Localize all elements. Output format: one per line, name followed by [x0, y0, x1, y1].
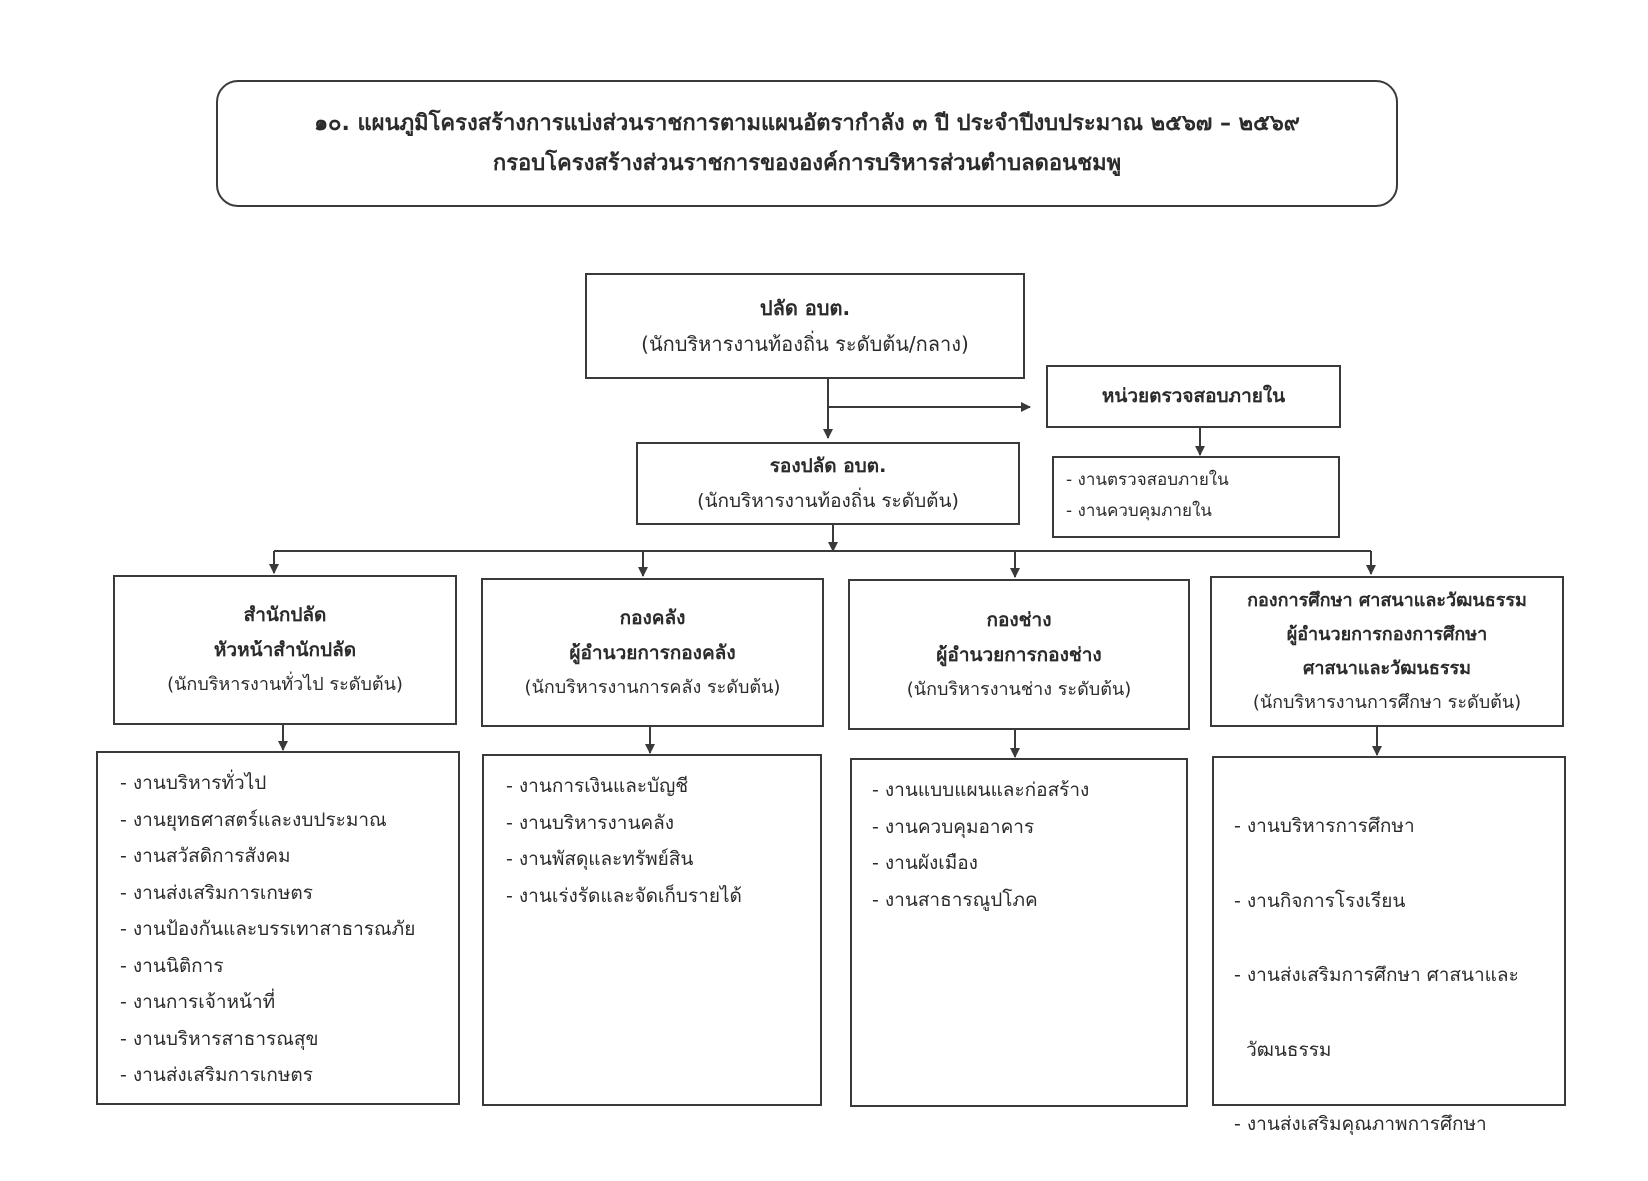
list-item: - งานเร่งรัดและจัดเก็บรายได้ — [506, 884, 742, 907]
list-item: - งานส่งเสริมการศึกษา ศาสนาและ — [1234, 964, 1519, 986]
list-item: วัฒนธรรม — [1234, 1038, 1332, 1061]
list-item: - งานพัสดุและทรัพย์สิน — [506, 848, 694, 870]
list-item: - งานบริหารสาธารณสุข — [120, 1027, 319, 1050]
chief-title: ปลัด อบต. — [759, 296, 851, 320]
list-item: - งานควบคุมอาคาร — [872, 815, 1035, 838]
division-box-engineering: กองช่าง ผู้อำนวยการกองช่าง (นักบริหารงาน… — [848, 579, 1190, 730]
division-box-office: สำนักปลัด หัวหน้าสำนักปลัด (นักบริหารงาน… — [113, 575, 457, 725]
division-title: กองช่าง — [986, 608, 1052, 631]
header-subtitle: กรอบโครงสร้างส่วนราชการขององค์การบริหารส… — [492, 150, 1122, 176]
list-item: - งานป้องกันและบรรเทาสาธารณภัย — [120, 918, 416, 940]
division-subtitle: (นักบริหารงานการคลัง ระดับต้น) — [524, 676, 781, 698]
division-title: กองการศึกษา ศาสนาและวัฒนธรรม — [1247, 589, 1527, 611]
connector-lines — [269, 378, 1382, 758]
division-tasks-finance: - งานการเงินและบัญชี - งานบริหารงานคลัง … — [482, 754, 822, 1106]
list-item: - งานผังเมือง — [872, 852, 978, 874]
division-head: ผู้อำนวยการกองคลัง — [569, 641, 736, 664]
deputy-title: รองปลัด อบต. — [769, 454, 887, 477]
list-item: - งานส่งเสริมการเกษตร — [120, 1064, 313, 1086]
division-box-education: กองการศึกษา ศาสนาและวัฒนธรรม ผู้อำนวยการ… — [1210, 576, 1564, 727]
list-item: - งานแบบแผนและก่อสร้าง — [872, 779, 1090, 801]
division-subtitle: (นักบริหารงานช่าง ระดับต้น) — [906, 678, 1132, 700]
list-item: - งานสาธารณูปโภค — [872, 888, 1038, 911]
division-head-line2: ศาสนาและวัฒนธรรม — [1302, 657, 1472, 679]
list-item: - งานสวัสดิการสังคม — [120, 845, 291, 867]
list-item: - งานการเงินและบัญชี — [506, 775, 689, 797]
list-item: - งานยุทธศาสตร์และงบประมาณ — [120, 808, 387, 831]
header-title-box: ๑๐. แผนภูมิโครงสร้างการแบ่งส่วนราชการตาม… — [216, 80, 1398, 207]
header-title: ๑๐. แผนภูมิโครงสร้างการแบ่งส่วนราชการตาม… — [314, 110, 1300, 136]
division-title: สำนักปลัด — [243, 604, 327, 626]
division-tasks-office: - งานบริหารทั่วไป - งานยุทธศาสตร์และงบปร… — [96, 751, 460, 1105]
division-subtitle: (นักบริหารงานการศึกษา ระดับต้น) — [1252, 691, 1522, 713]
division-title: กองคลัง — [619, 606, 686, 629]
deputy-box: รองปลัด อบต. (นักบริหารงานท้องถิ่น ระดับ… — [636, 442, 1020, 525]
audit-box: หน่วยตรวจสอบภายใน — [1046, 365, 1341, 428]
list-item: - งานการเจ้าหน้าที่ — [120, 991, 276, 1013]
list-item: - งานส่งเสริมการเกษตร — [120, 881, 313, 904]
list-item: - งานบริหารงานคลัง — [506, 811, 675, 834]
division-box-finance: กองคลัง ผู้อำนวยการกองคลัง (นักบริหารงาน… — [481, 578, 824, 727]
division-head: ผู้อำนวยการกองช่าง — [936, 643, 1102, 666]
audit-title: หน่วยตรวจสอบภายใน — [1101, 385, 1286, 407]
chief-box: ปลัด อบต. (นักบริหารงานท้องถิ่น ระดับต้น… — [585, 273, 1025, 379]
list-item: - งานตรวจสอบภายใน — [1066, 470, 1229, 490]
division-tasks-education: - งานบริหารการศึกษา - งานกิจการโรงเรียน … — [1212, 756, 1566, 1135]
list-item: - งานกิจการโรงเรียน — [1234, 889, 1406, 912]
deputy-subtitle: (นักบริหารงานท้องถิ่น ระดับต้น) — [697, 489, 959, 512]
list-item: - งานส่งเสริมคุณภาพการศึกษา — [1234, 1113, 1487, 1135]
audit-tasks-box: - งานตรวจสอบภายใน - งานควบคุมภายใน — [1052, 456, 1340, 538]
division-subtitle: (นักบริหารงานทั่วไป ระดับต้น) — [167, 674, 403, 695]
division-head: ผู้อำนวยการกองการศึกษา — [1286, 623, 1488, 645]
chief-subtitle: (นักบริหารงานท้องถิ่น ระดับต้น/กลาง) — [641, 332, 969, 356]
division-head: หัวหน้าสำนักปลัด — [213, 639, 357, 661]
division-tasks-engineering: - งานแบบแผนและก่อสร้าง - งานควบคุมอาคาร … — [850, 758, 1188, 1107]
list-item: - งานบริหารการศึกษา — [1234, 815, 1415, 837]
list-item: - งานควบคุมภายใน — [1066, 501, 1212, 521]
list-item: - งานบริหารทั่วไป — [120, 772, 267, 794]
list-item: - งานนิติการ — [120, 954, 224, 977]
